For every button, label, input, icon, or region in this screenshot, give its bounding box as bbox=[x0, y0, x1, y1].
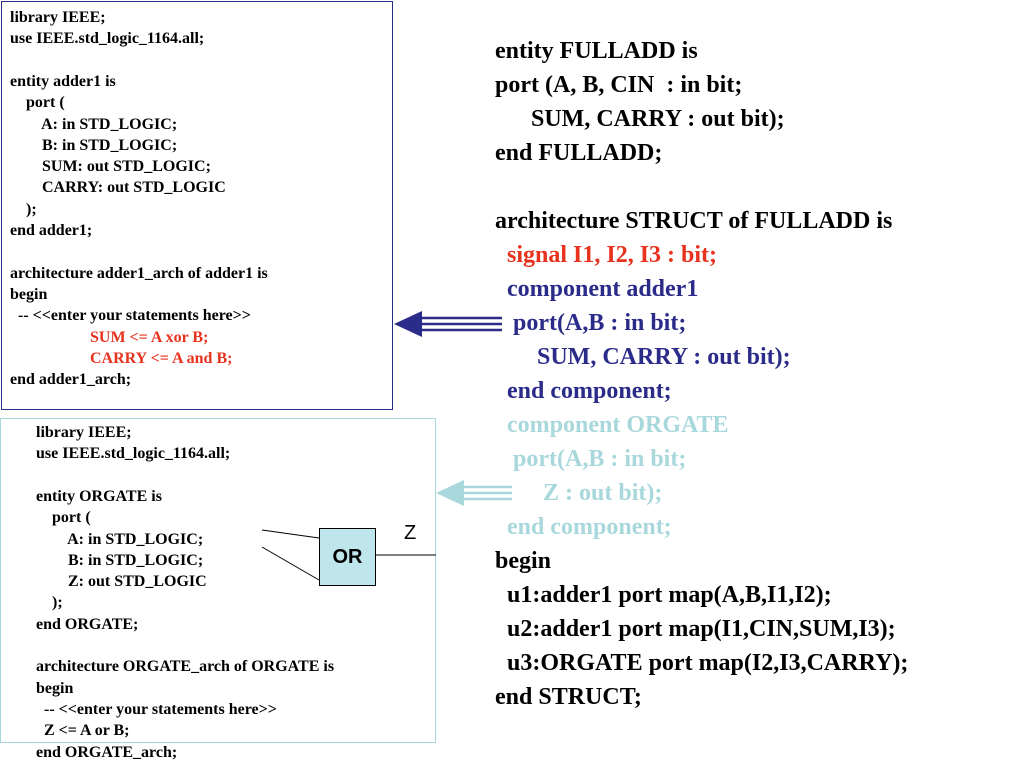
adder1-code-line-15: SUM <= A xor B; bbox=[10, 328, 209, 346]
fulladd-code-line-3: end FULLADD; bbox=[495, 140, 663, 166]
fulladd-code-line-13: Z : out bit); bbox=[495, 480, 663, 506]
fulladd-code-line-9: SUM, CARRY : out bit); bbox=[495, 344, 791, 370]
fulladd-code-line-12: port(A,B : in bit; bbox=[495, 446, 687, 472]
fulladd-code-line-2: SUM, CARRY : out bit); bbox=[495, 106, 785, 132]
adder1-code-line-1: use IEEE.std_logic_1164.all; bbox=[10, 30, 205, 48]
fulladd-code-line-8: port(A,B : in bit; bbox=[495, 310, 687, 336]
fulladd-code-line-16: u1:adder1 port map(A,B,I1,I2); bbox=[495, 582, 832, 608]
or-gate-label: OR bbox=[332, 545, 363, 568]
fulladd-code-line-10: end component; bbox=[495, 378, 672, 404]
adder1-code-line-17: end adder1_arch; bbox=[10, 371, 132, 389]
z-output-label: Z bbox=[404, 522, 417, 544]
fulladd-code-line-18: u3:ORGATE port map(I2,I3,CARRY); bbox=[495, 650, 909, 676]
adder1-code-line-9: ); bbox=[10, 200, 37, 218]
adder1-code-line-5: A: in STD_LOGIC; bbox=[10, 115, 178, 133]
orgate-code-line-7: Z: out STD_LOGIC bbox=[36, 573, 207, 591]
adder1-code-line-7: SUM: out STD_LOGIC; bbox=[10, 158, 211, 176]
orgate-code-line-13: -- <<enter your statements here>> bbox=[36, 700, 277, 718]
orgate-code-line-15: end ORGATE_arch; bbox=[36, 743, 178, 761]
or-gate-block: OR bbox=[319, 528, 376, 586]
fulladd-code-line-15: begin bbox=[495, 548, 552, 574]
arrow-to-orgate-icon bbox=[436, 480, 512, 506]
fulladd-code-line-1: port (A, B, CIN : in bit; bbox=[495, 72, 743, 98]
fulladd-code-line-19: end STRUCT; bbox=[495, 684, 642, 710]
fulladd-code-line-17: u2:adder1 port map(I1,CIN,SUM,I3); bbox=[495, 616, 896, 642]
orgate-code-line-4: port ( bbox=[36, 509, 91, 527]
adder1-code-line-12: architecture adder1_arch of adder1 is bbox=[10, 264, 268, 282]
adder1-code-line-16: CARRY <= A and B; bbox=[10, 349, 233, 367]
fulladd-code-line-11: component ORGATE bbox=[495, 412, 729, 438]
fulladd-code-line-0: entity FULLADD is bbox=[495, 38, 698, 64]
fulladd-code-line-5: architecture STRUCT of FULLADD is bbox=[495, 208, 893, 234]
orgate-code-line-12: begin bbox=[36, 679, 74, 697]
adder1-code-line-6: B: in STD_LOGIC; bbox=[10, 136, 178, 154]
adder1-code-line-13: begin bbox=[10, 285, 48, 303]
fulladd-code-line-7: component adder1 bbox=[495, 276, 699, 302]
fulladd-code-line-14: end component; bbox=[495, 514, 672, 540]
orgate-code-line-8: ); bbox=[36, 594, 63, 612]
orgate-code-line-14: Z <= A or B; bbox=[36, 722, 130, 740]
orgate-code-line-11: architecture ORGATE_arch of ORGATE is bbox=[36, 658, 335, 676]
orgate-code-line-3: entity ORGATE is bbox=[36, 487, 162, 505]
adder1-code-line-4: port ( bbox=[10, 94, 65, 112]
adder1-code-box bbox=[1, 1, 393, 410]
adder1-code-line-3: entity adder1 is bbox=[10, 72, 116, 90]
orgate-code-line-9: end ORGATE; bbox=[36, 615, 139, 633]
adder1-code-line-0: library IEEE; bbox=[10, 9, 106, 26]
adder1-code-line-8: CARRY: out STD_LOGIC bbox=[10, 179, 226, 197]
adder1-code-line-10: end adder1; bbox=[10, 222, 93, 239]
orgate-code-line-0: library IEEE; bbox=[36, 424, 132, 441]
orgate-code-line-6: B: in STD_LOGIC; bbox=[36, 551, 204, 569]
orgate-code-line-1: use IEEE.std_logic_1164.all; bbox=[36, 445, 231, 463]
fulladd-code-line-6: signal I1, I2, I3 : bit; bbox=[495, 242, 718, 268]
adder1-code-line-14: -- <<enter your statements here>> bbox=[10, 307, 251, 325]
arrow-to-adder1-icon bbox=[394, 311, 502, 337]
orgate-code-line-5: A: in STD_LOGIC; bbox=[36, 530, 204, 548]
